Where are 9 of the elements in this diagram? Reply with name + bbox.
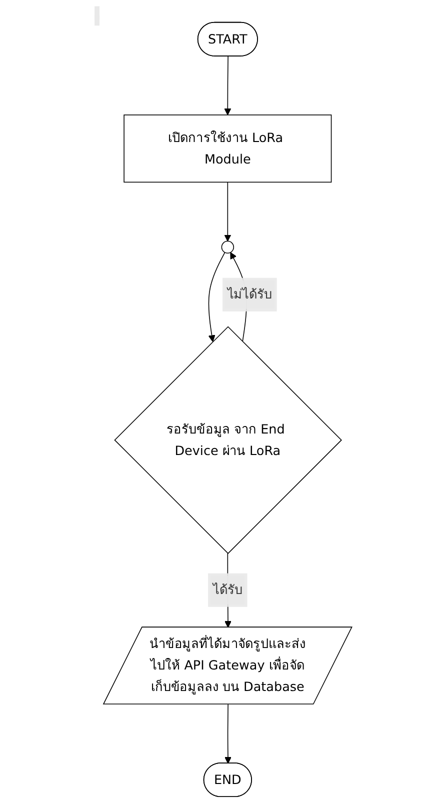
edge-label: ไม่ได้รับ <box>228 286 272 302</box>
arrow <box>208 252 226 342</box>
node-circle <box>222 240 234 254</box>
arrow <box>224 704 232 764</box>
node-diamond: รอรับข้อมูล จาก End Device ผ่าน LoRa <box>114 326 342 554</box>
node-box: เปิดการใช้งาน LoRa Module <box>124 114 332 183</box>
arrow <box>224 56 232 116</box>
arrow <box>224 182 232 242</box>
edge-label: ได้รับ <box>213 582 243 598</box>
